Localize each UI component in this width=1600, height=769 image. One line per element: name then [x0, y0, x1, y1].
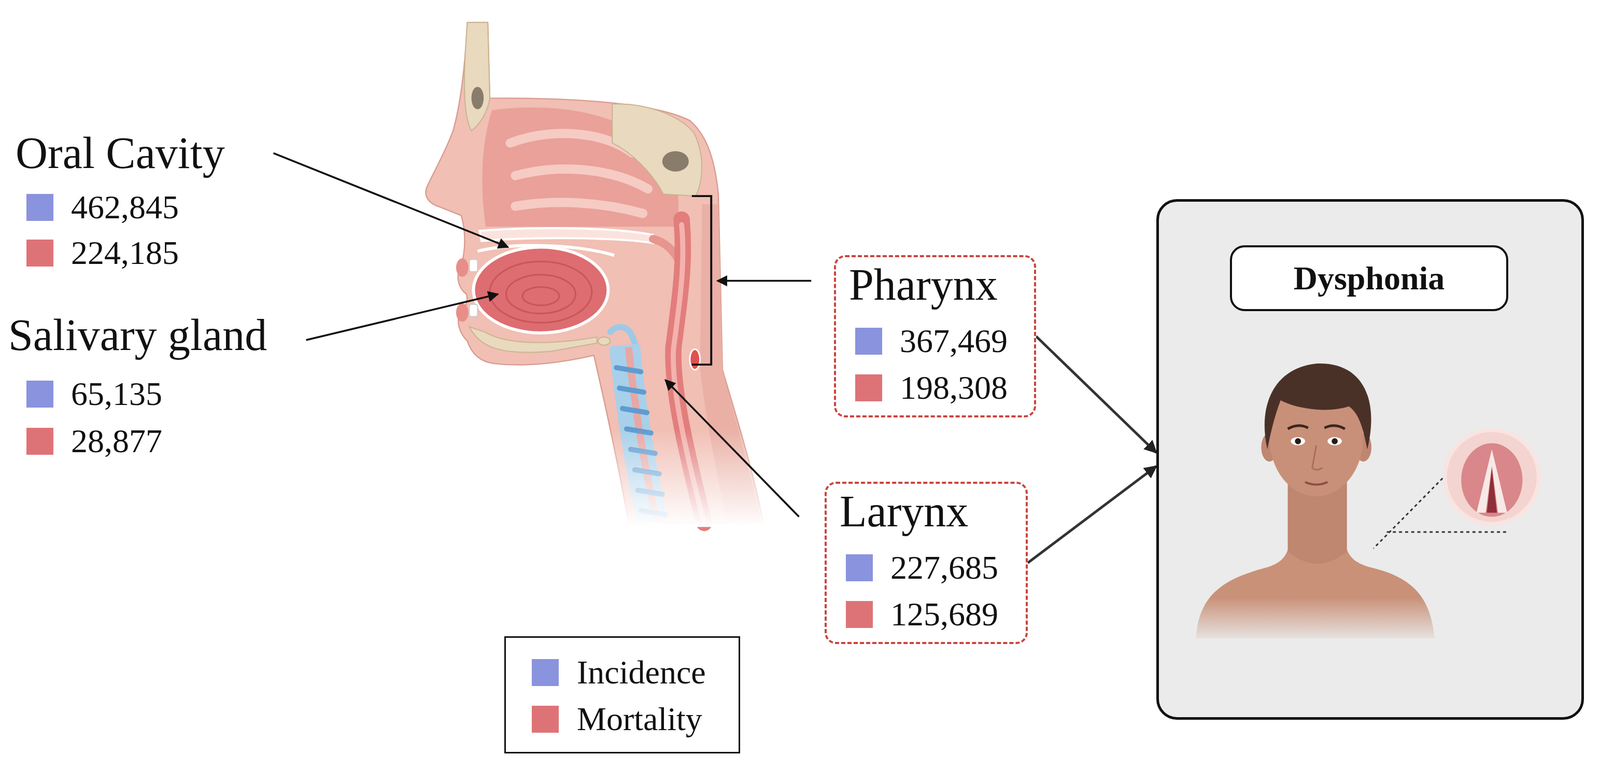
site-name: Salivary gland [8, 312, 267, 358]
person-illustration [1156, 199, 1584, 720]
stat-row: 367,469 [855, 322, 1019, 360]
stat-row: 125,689 [845, 596, 1011, 633]
trachea-ring [622, 408, 647, 413]
site-title: Pharynx [848, 262, 1019, 307]
zoom-line [1384, 531, 1507, 533]
legend-row: Mortality [531, 703, 724, 734]
eyebrow [1324, 425, 1345, 429]
stat-value: 462,845 [71, 190, 179, 224]
legend-swatch [531, 705, 559, 733]
mouth [1305, 482, 1328, 485]
tongue [473, 247, 609, 333]
upper-lip [456, 258, 469, 277]
edge-arrow [1036, 336, 1157, 453]
stat-swatch [845, 600, 873, 628]
stat-value: 65,135 [71, 377, 163, 411]
lower-tooth [469, 304, 478, 317]
legend-text: Incidence [576, 655, 706, 689]
stat-swatch [26, 193, 54, 221]
larynx-zoom [1445, 429, 1539, 524]
legend-box: IncidenceMortality [504, 635, 741, 754]
stat-swatch [26, 239, 54, 267]
stat-value: 224,185 [71, 236, 179, 270]
stat-row: 198,308 [855, 369, 1019, 406]
head-section [408, 22, 786, 527]
trachea-ring [616, 367, 641, 372]
tongue-line [506, 274, 576, 314]
leader-arrow [665, 379, 800, 517]
site-label: Oral Cavity [15, 130, 225, 176]
frontal-bone [464, 22, 490, 131]
panel-ground [1156, 199, 1584, 720]
frontal-sinus [471, 86, 485, 109]
glottis [1486, 467, 1497, 513]
larynx-view [1461, 443, 1523, 517]
stat-row: 65,135 [26, 377, 163, 411]
site-box: Larynx 227,685 125,689 [824, 481, 1028, 644]
stat-row: 227,685 [845, 549, 1011, 586]
zoom-line [1373, 473, 1448, 549]
iris [1331, 437, 1338, 445]
legend-row: Incidence [531, 657, 724, 688]
skull-base-bone [612, 103, 702, 196]
edge-arrow [1027, 465, 1157, 563]
eye [1290, 436, 1306, 446]
stat-swatch [26, 427, 54, 455]
mandible [469, 326, 598, 352]
hair [1264, 363, 1372, 450]
torso-fade [1163, 597, 1572, 644]
stat-row: 462,845 [26, 190, 179, 224]
hard-palate [479, 228, 654, 244]
site-label: Salivary gland [8, 312, 267, 358]
stat-value: 198,308 [899, 371, 1008, 405]
symptom-panel: Dysphonia [1156, 199, 1584, 720]
leader-arrow [717, 279, 812, 282]
stat-value: 367,469 [899, 324, 1008, 358]
stat-value: 125,689 [890, 597, 999, 631]
site-title: Larynx [839, 488, 1011, 534]
legend-text: Mortality [576, 702, 703, 736]
leader-lines [273, 152, 812, 517]
legend-swatch [531, 658, 559, 686]
nose [1312, 445, 1323, 470]
section-fade [408, 428, 786, 527]
eyebrow [1287, 425, 1309, 429]
stat-swatch [855, 327, 883, 355]
tongue-line [522, 286, 560, 305]
leader-arrow [273, 152, 509, 247]
sphenoid-sinus [662, 150, 689, 172]
stat-value: 28,877 [71, 424, 163, 458]
tongue-line [489, 261, 592, 323]
leader-arrow [306, 293, 499, 341]
trachea-ring [619, 387, 644, 392]
nasal-concha [515, 202, 643, 214]
eye [1327, 436, 1342, 446]
site-box: Pharynx 367,469 198,308 [833, 255, 1037, 418]
nasal-concha [515, 168, 648, 189]
stat-row: 28,877 [26, 424, 163, 458]
site-name: Oral Cavity [15, 130, 225, 176]
vocal-folds [1476, 449, 1508, 513]
iris [1294, 437, 1301, 445]
stat-row: 224,185 [26, 236, 179, 270]
hyoid-bone [598, 336, 611, 346]
lower-lip [456, 303, 469, 322]
pharynx-bracket [691, 195, 712, 365]
upper-tooth [469, 259, 478, 272]
stat-swatch [26, 380, 54, 408]
vocal-fold-mark [689, 349, 701, 370]
stat-value: 227,685 [890, 550, 999, 585]
stat-swatch [855, 374, 883, 402]
stat-swatch [845, 554, 873, 582]
symptom-heading: Dysphonia [1229, 245, 1509, 311]
